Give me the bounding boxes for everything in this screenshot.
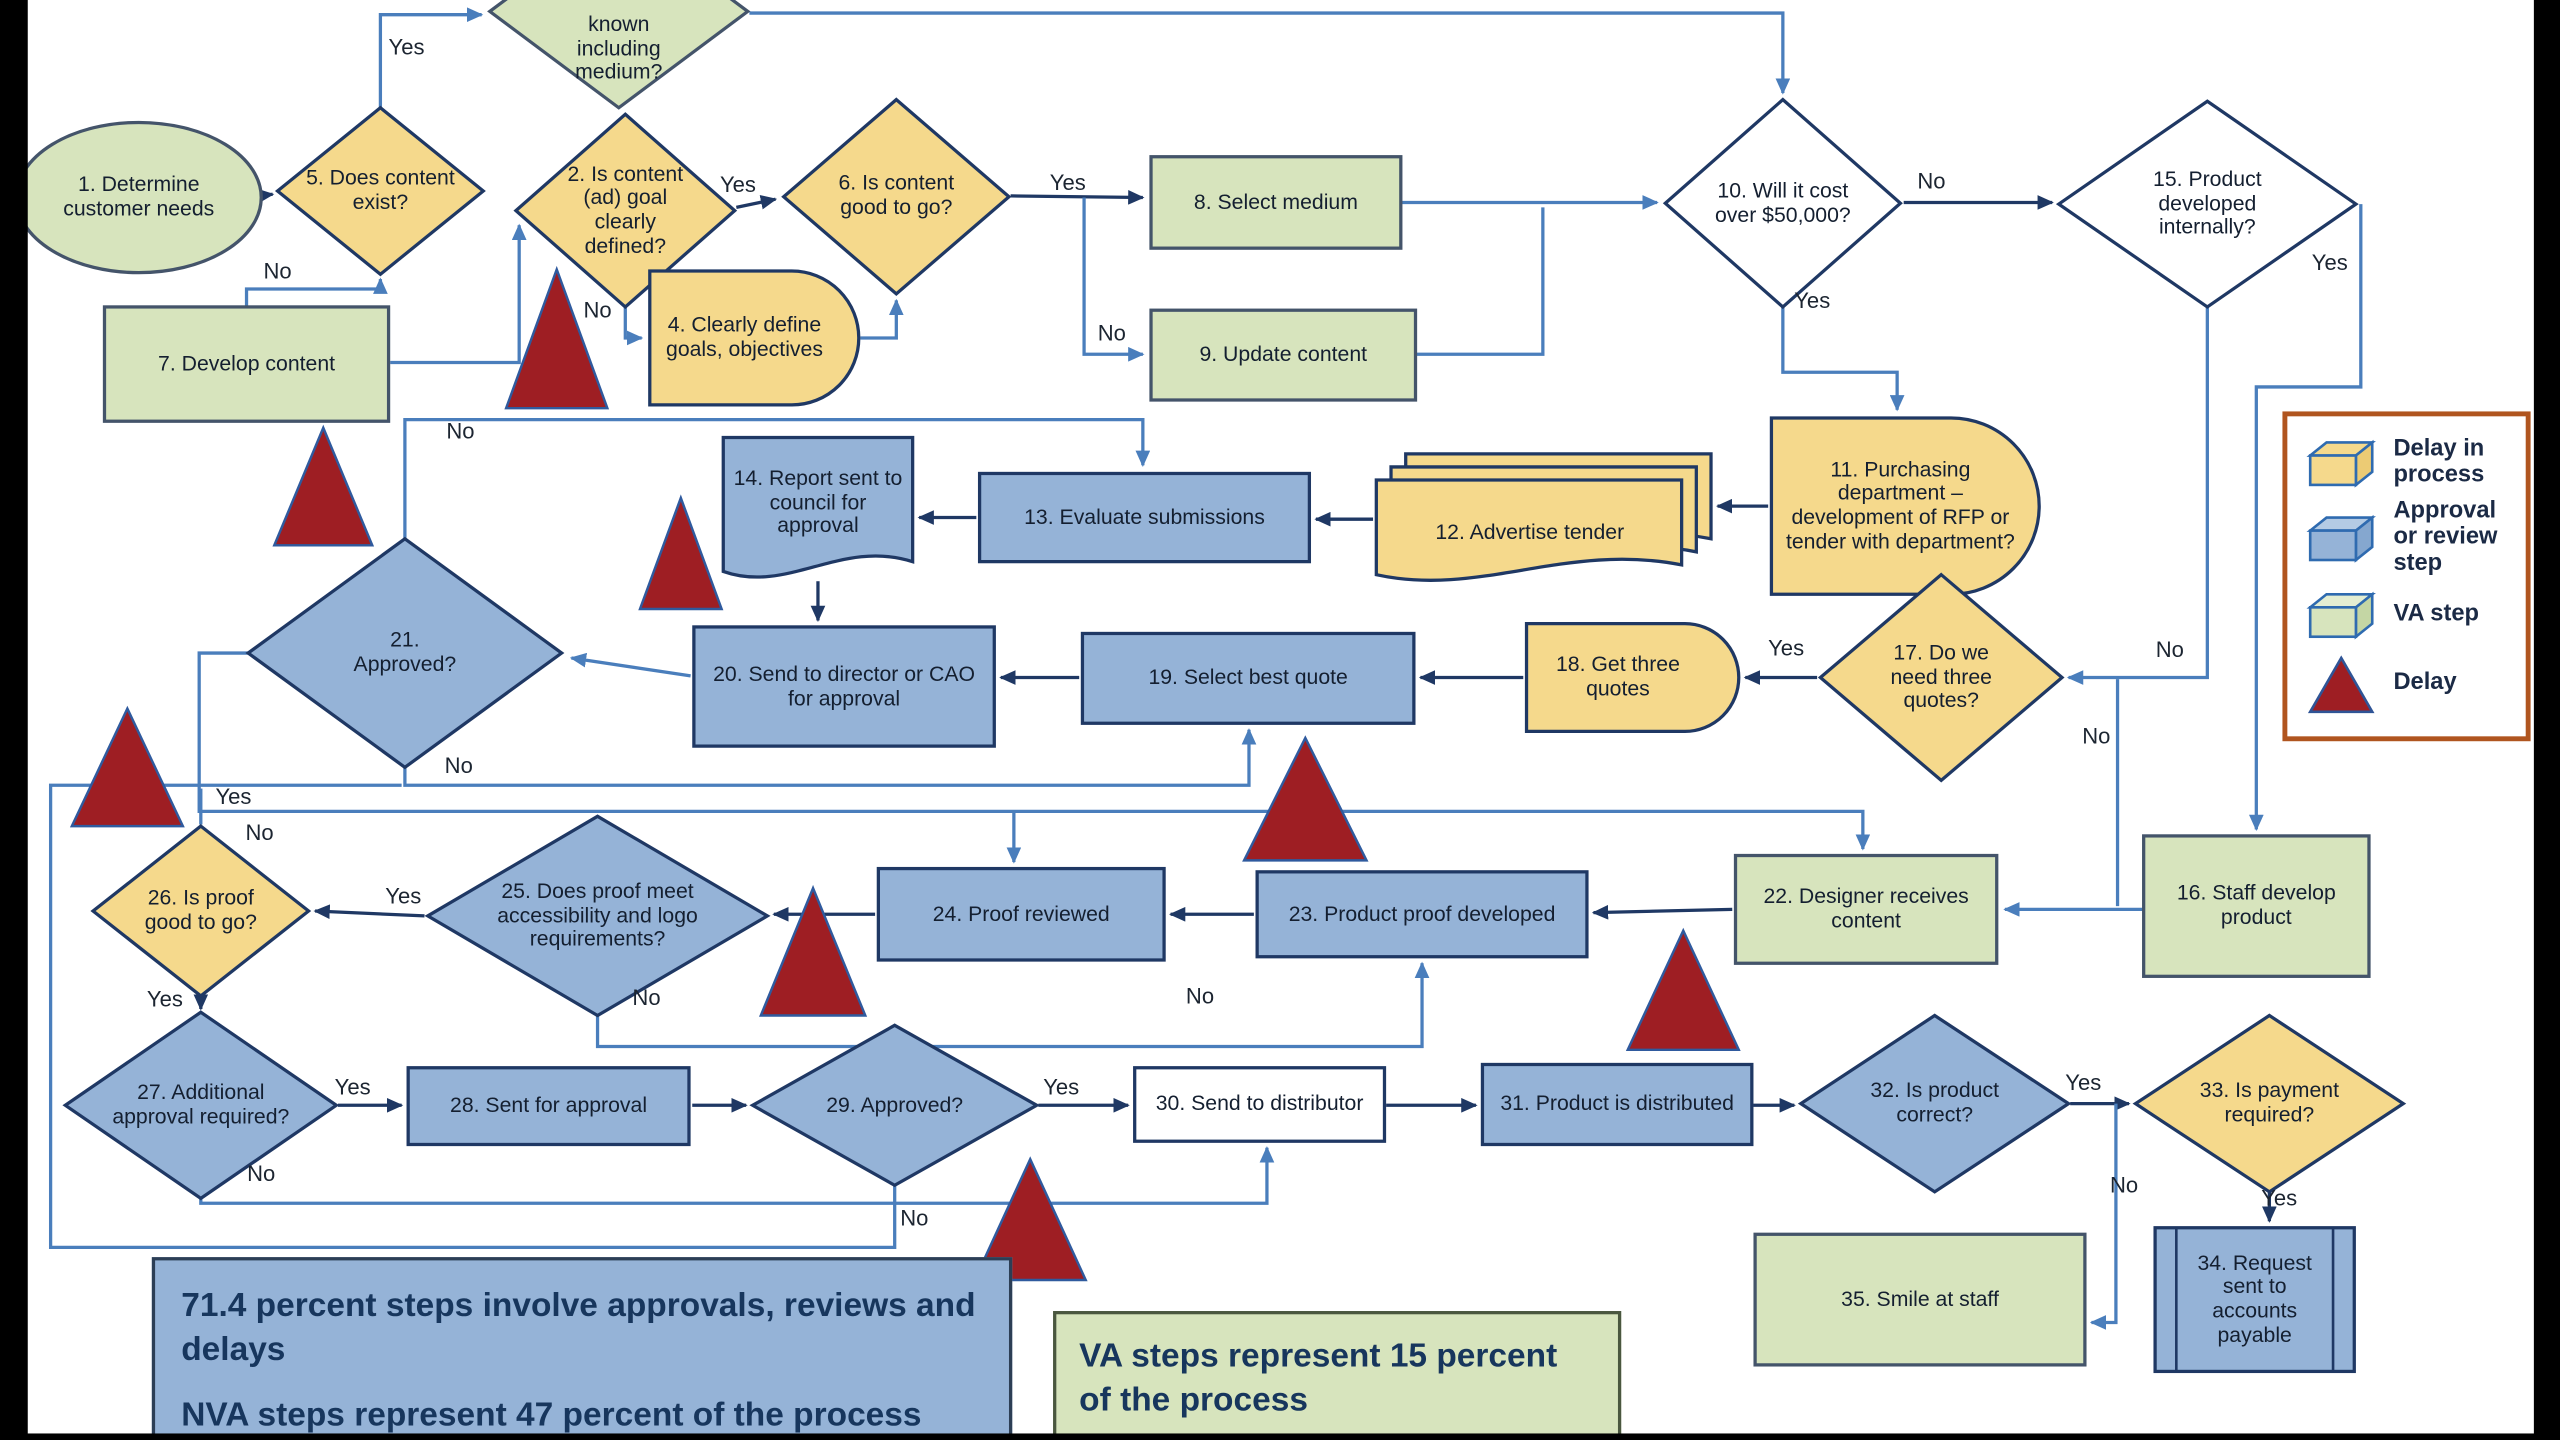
flow-connector bbox=[735, 194, 778, 210]
nodes-layer bbox=[14, 0, 2407, 1374]
node-shape-14 bbox=[721, 435, 915, 579]
flow-connector bbox=[2248, 204, 2363, 832]
node-shape-31 bbox=[1480, 1062, 1754, 1147]
delay-triangle bbox=[504, 265, 610, 410]
note-line: VA steps represent 15 percent of the pro… bbox=[1079, 1337, 1558, 1419]
flow-connector bbox=[1082, 197, 1145, 362]
flow-connector bbox=[623, 306, 644, 346]
node-shape-17 bbox=[1817, 572, 2065, 783]
node-shape-18 bbox=[1524, 622, 1741, 734]
legend-box: Delay in process Approval or review step… bbox=[2282, 411, 2531, 742]
flow-connector bbox=[1781, 306, 1905, 412]
blue-cube-icon bbox=[2306, 515, 2376, 564]
node-shape-6 bbox=[781, 97, 1012, 297]
node-shape-1 bbox=[14, 120, 263, 275]
flow-connector bbox=[244, 277, 388, 307]
right-black-border bbox=[2533, 0, 2560, 1440]
node-shape-24 bbox=[876, 866, 1166, 962]
flow-connector bbox=[403, 728, 1257, 787]
flow-connector bbox=[199, 1146, 1275, 1205]
node-shape-13 bbox=[977, 471, 1312, 564]
legend-item-va-step: VA step bbox=[2304, 587, 2510, 643]
note-line: NVA steps represent 47 percent of the pr… bbox=[181, 1396, 922, 1434]
legend-item-delay: Delay bbox=[2304, 651, 2510, 716]
node-shape-15 bbox=[2055, 99, 2359, 309]
node-shape-28 bbox=[406, 1066, 691, 1147]
flow-connector bbox=[1591, 904, 1733, 920]
node-shape-27 bbox=[62, 1010, 340, 1201]
flow-connector bbox=[569, 652, 691, 678]
note-va-stats: VA steps represent 15 percent of the pro… bbox=[1053, 1311, 1622, 1440]
legend-item-label: Delay in process bbox=[2393, 436, 2485, 489]
flow-connector bbox=[48, 783, 897, 1249]
flow-connector bbox=[390, 223, 527, 365]
node-shape-20 bbox=[692, 625, 996, 748]
node-shape-29 bbox=[749, 1023, 1041, 1188]
node-shape-23 bbox=[1255, 870, 1589, 959]
green-cube-icon bbox=[2306, 590, 2376, 639]
flow-connector bbox=[1010, 190, 1145, 205]
legend-item-label: Delay bbox=[2393, 669, 2457, 696]
flow-connector bbox=[378, 7, 484, 108]
delay-triangles-layer bbox=[69, 265, 1741, 1282]
delay-triangle bbox=[272, 424, 375, 547]
node-shape-2 bbox=[513, 112, 738, 310]
red-triangle-icon bbox=[2307, 655, 2375, 714]
node-shape-33 bbox=[2132, 1013, 2407, 1194]
node-shape-16 bbox=[2142, 834, 2371, 978]
flow-connector bbox=[313, 904, 425, 920]
node-shape-25 bbox=[424, 814, 771, 1018]
legend-item-label: Approval or review step bbox=[2393, 498, 2498, 577]
flow-connector bbox=[749, 11, 1791, 95]
node-shape-11 bbox=[1769, 416, 2041, 596]
node-shape-9 bbox=[1149, 308, 1418, 402]
node-shape-7 bbox=[102, 305, 391, 423]
flow-connector bbox=[1415, 207, 1545, 356]
delay-triangle bbox=[69, 705, 185, 828]
delay-triangle bbox=[1625, 927, 1741, 1052]
node-shape-34 bbox=[2153, 1226, 2356, 1374]
flow-connector bbox=[403, 417, 1151, 539]
legend-item-approval-review: Approval or review step bbox=[2304, 498, 2510, 578]
node-shape-10 bbox=[1662, 97, 1903, 310]
node-shape-12 bbox=[1374, 478, 1684, 582]
bottom-black-border bbox=[0, 1433, 2560, 1440]
node-shape-21 bbox=[245, 536, 565, 770]
note-line: 71.4 percent steps involve approvals, re… bbox=[181, 1286, 976, 1368]
node-shape-35 bbox=[1753, 1232, 2087, 1367]
legend-item-delay-in-process: Delay in process bbox=[2304, 436, 2510, 492]
node-shape-22 bbox=[1733, 853, 1999, 965]
connectors-layer bbox=[48, 7, 2363, 1330]
flow-connector bbox=[2089, 1103, 2118, 1330]
delay-triangle bbox=[638, 494, 724, 611]
node-shape-32 bbox=[1797, 1013, 2072, 1194]
left-black-border bbox=[0, 0, 28, 1440]
node-shape-5 bbox=[274, 105, 486, 277]
node-shape-19 bbox=[1080, 631, 1416, 725]
yellow-cube-icon bbox=[2306, 439, 2376, 488]
flow-connector bbox=[595, 961, 1430, 1049]
node-shape-30 bbox=[1133, 1066, 1387, 1143]
node-shape-8 bbox=[1149, 155, 1403, 250]
delay-triangle bbox=[758, 884, 868, 1017]
node-shape-26 bbox=[90, 824, 312, 998]
node-shape-3 bbox=[487, 0, 751, 110]
note-nva-stats: 71.4 percent steps involve approvals, re… bbox=[151, 1257, 1013, 1440]
node-shape-4 bbox=[648, 269, 861, 407]
flow-connector bbox=[2066, 306, 2209, 685]
legend-item-label: VA step bbox=[2393, 600, 2479, 627]
flow-connector bbox=[860, 298, 904, 340]
delay-triangle bbox=[972, 1156, 1088, 1282]
delay-triangle bbox=[1242, 735, 1369, 862]
